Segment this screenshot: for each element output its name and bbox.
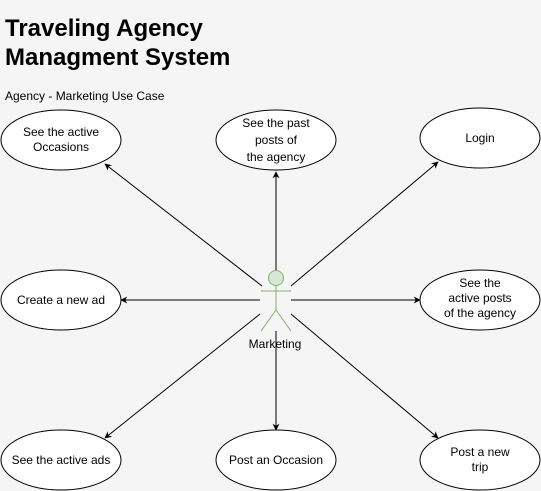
edge-login [290, 161, 439, 287]
use-case-active-occasions[interactable] [0, 109, 122, 171]
actor-figure[interactable] [260, 270, 292, 332]
use-case-login[interactable] [419, 107, 541, 169]
edge-post-trip [290, 313, 439, 439]
use-case-post-occasion[interactable] [215, 429, 337, 491]
use-case-past-posts[interactable] [215, 109, 337, 171]
title-line-2: Managment System [5, 44, 231, 71]
diagram-subtitle: Agency - Marketing Use Case [5, 89, 165, 103]
use-case-post-trip[interactable] [419, 429, 541, 491]
title-line-1: Traveling Agency [5, 15, 203, 42]
use-case-active-ads[interactable] [0, 429, 122, 491]
diagram-title: Traveling Agency Managment System [5, 14, 230, 72]
edge-active-ads [104, 313, 261, 439]
actor-label: Marketing [248, 337, 302, 351]
use-case-active-posts[interactable] [419, 269, 541, 331]
edge-active-occasions [104, 163, 263, 287]
use-case-create-ad[interactable] [0, 269, 122, 331]
